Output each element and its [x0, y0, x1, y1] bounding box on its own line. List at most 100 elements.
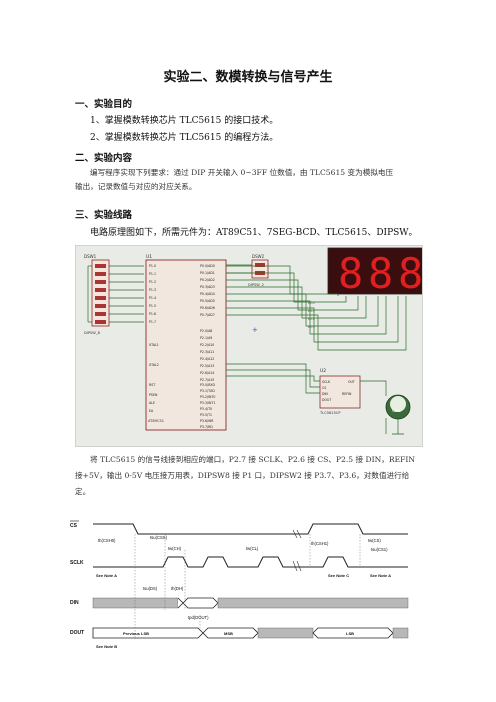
svg-text:P1.0: P1.0	[149, 264, 156, 268]
content-line-1: 编写程序实现下列要求：通过 DIP 开关输入 0~3FF 位数值，由 TLC56…	[90, 168, 394, 177]
objective-item-2: 2、掌握模数转换芯片 TLC5615 的编程方法。	[90, 133, 279, 143]
svg-text:LSB: LSB	[346, 631, 354, 636]
u1-label: U1	[146, 254, 152, 260]
svg-text:P2.2/A10: P2.2/A10	[200, 343, 214, 347]
svg-text:P1.5: P1.5	[149, 304, 156, 308]
svg-text:P1.4: P1.4	[149, 296, 156, 300]
svg-text:OUT: OUT	[348, 380, 355, 384]
svg-text:P3.1/TXD: P3.1/TXD	[200, 389, 215, 393]
svg-text:P0.7/AD7: P0.7/AD7	[200, 313, 215, 317]
voltmeter: Volts	[385, 394, 411, 435]
voltmeter-label: Volts	[392, 409, 401, 413]
wiring-line-3: 定。	[75, 487, 91, 496]
svg-text:P3.4/T0: P3.4/T0	[200, 407, 212, 411]
seven-segment-display: 8 8 8	[327, 247, 422, 298]
svg-text:P0.6/AD6: P0.6/AD6	[200, 306, 215, 310]
svg-text:P2.3/A11: P2.3/A11	[200, 350, 214, 354]
svg-text:tw(CS): tw(CS)	[368, 538, 381, 543]
svg-text:P3.6/WR: P3.6/WR	[200, 419, 214, 423]
u2-part: TLC5615CP	[319, 411, 341, 415]
signal-dout: DOUT	[70, 630, 84, 636]
svg-text:REFIN: REFIN	[342, 392, 352, 396]
svg-text:SCLK: SCLK	[322, 380, 331, 384]
svg-text:P2.1/A9: P2.1/A9	[200, 336, 212, 340]
svg-text:P0.0: P0.0	[308, 301, 315, 305]
svg-text:RST: RST	[149, 383, 155, 387]
signal-din: DIN	[70, 600, 79, 606]
svg-text:P1.3: P1.3	[149, 288, 156, 292]
svg-text:P0.4/AD4: P0.4/AD4	[200, 292, 215, 296]
wiring-line-1: 将 TLC5615 的信号线接到相应的端口，P2.7 接 SCLK、P2.6 接…	[90, 455, 416, 464]
dipsw8-body	[91, 259, 110, 327]
svg-text:tw(CL): tw(CL)	[246, 546, 259, 551]
dipsw2-body	[251, 259, 269, 279]
svg-text:P2.4/A12: P2.4/A12	[200, 357, 214, 361]
svg-text:th(DH): th(DH)	[171, 586, 184, 591]
svg-text:See Note A: See Note A	[96, 573, 117, 578]
svg-text:DIN: DIN	[322, 392, 328, 396]
svg-text:tpd(DOUT): tpd(DOUT)	[188, 615, 209, 620]
tlc5615-chip	[319, 375, 361, 409]
svg-text:DOUT: DOUT	[322, 398, 331, 402]
svg-text:th(CSH0): th(CSH0)	[98, 538, 116, 543]
content-line-2: 输出，记录数值与对应的对应关系。	[75, 182, 197, 191]
svg-text:P2.0/A8: P2.0/A8	[200, 329, 212, 333]
dsw2-label: DSW2	[252, 254, 265, 259]
svg-text:PSEN: PSEN	[149, 393, 158, 397]
svg-text:P3.7/RD: P3.7/RD	[200, 425, 213, 429]
section-heading-content: 二、实验内容	[75, 153, 133, 164]
svg-text:P0.1/AD1: P0.1/AD1	[200, 271, 215, 275]
digit-1: 8	[338, 249, 363, 298]
svg-text:MSB: MSB	[224, 631, 233, 636]
u1-part: AT89C51	[148, 419, 164, 423]
svg-text:P1.1: P1.1	[149, 272, 156, 276]
svg-text:P1.6: P1.6	[149, 312, 156, 316]
page-title: 实验二、数模转换与信号产生	[163, 70, 333, 85]
svg-text:P2.7/A15: P2.7/A15	[200, 378, 214, 382]
svg-text:P0.2: P0.2	[308, 317, 315, 321]
svg-text:tsu(CS1): tsu(CS1)	[371, 547, 388, 552]
svg-text:P3.0/RXD: P3.0/RXD	[200, 383, 215, 387]
objective-item-1: 1、掌握模数转换芯片 TLC5615 的接口技术。	[90, 116, 279, 126]
dsw2-part: DIPSW_2	[248, 283, 264, 287]
svg-text:P2.5/A13: P2.5/A13	[200, 364, 214, 368]
svg-text:P2.6/A14: P2.6/A14	[200, 371, 214, 375]
svg-text:See Note C: See Note C	[328, 573, 349, 578]
svg-text:P0.5/AD5: P0.5/AD5	[200, 299, 215, 303]
svg-text:tsu(DS): tsu(DS)	[143, 586, 158, 591]
svg-text:P3.5/T1: P3.5/T1	[200, 413, 212, 417]
svg-text:P0.2/AD2: P0.2/AD2	[200, 278, 215, 282]
svg-text:Previous LSB: Previous LSB	[123, 631, 149, 636]
svg-text:P0.0/AD0: P0.0/AD0	[200, 264, 215, 268]
section-heading-objectives: 一、实验目的	[75, 99, 133, 110]
svg-text:P3.2/INT0: P3.2/INT0	[200, 395, 215, 399]
svg-text:EA: EA	[149, 409, 154, 413]
svg-text:+: +	[252, 326, 258, 334]
svg-text:XTAL2: XTAL2	[149, 363, 159, 367]
svg-text:P1.2: P1.2	[149, 280, 156, 284]
digit-2: 8	[368, 249, 393, 298]
svg-text:XTAL1: XTAL1	[149, 343, 159, 347]
svg-text:See Note A: See Note A	[370, 573, 391, 578]
at89c51-chip	[145, 259, 227, 431]
wiring-line-2: 接+5V，输出 0-5V 电压接万用表，DIPSW8 接 P1 口，DIPSW2…	[75, 471, 410, 480]
svg-text:P0.1: P0.1	[308, 309, 315, 313]
svg-text:tw(CH): tw(CH)	[168, 546, 182, 551]
svg-text:tsu(CSS): tsu(CSS)	[150, 535, 168, 540]
section-heading-circuit: 三、实验线路	[75, 210, 133, 221]
signal-sclk: SCLK	[70, 560, 84, 566]
svg-text:th(CSH1): th(CSH1)	[311, 541, 329, 546]
svg-text:ALE: ALE	[149, 401, 155, 405]
u2-label: U2	[320, 368, 326, 374]
signal-cs: CS	[70, 523, 78, 529]
svg-text:CS: CS	[322, 386, 326, 390]
svg-text:See Note B: See Note B	[96, 644, 117, 649]
svg-text:P0.3/AD3: P0.3/AD3	[200, 285, 215, 289]
svg-text:P1.7: P1.7	[149, 320, 156, 324]
dsw1-label: DSW1	[84, 254, 97, 259]
circuit-description: 电路原理图如下，所需元件为：AT89C51、7SEG-BCD、TLC5615、D…	[90, 228, 418, 238]
dsw1-part: DIPSW_8	[84, 331, 101, 335]
svg-text:P0.3: P0.3	[308, 325, 315, 329]
svg-text:P3.3/INT1: P3.3/INT1	[200, 401, 215, 405]
